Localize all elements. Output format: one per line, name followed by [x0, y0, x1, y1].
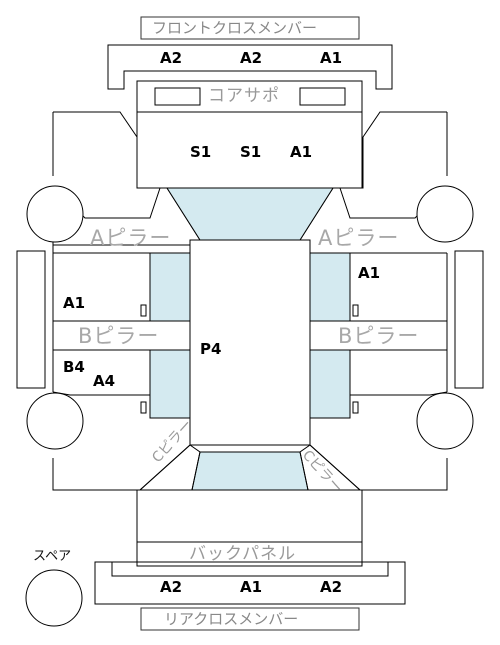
left-rear-grade-1: B4: [63, 358, 85, 376]
door-handle-rf: [352, 304, 359, 317]
core-support-right-box: [299, 87, 346, 106]
front-fender-left: [52, 111, 161, 219]
window-left-front: [149, 252, 191, 322]
rear-cross-member-box: [140, 607, 360, 631]
center-grade-2: S1: [240, 143, 262, 161]
window-right-rear: [309, 349, 351, 419]
rear-grade-2: A1: [240, 578, 263, 596]
wheel-front-left: [26, 185, 84, 243]
door-handle-lf: [140, 304, 147, 317]
left-rear-grade-2: A4: [93, 372, 116, 390]
c-pillar-left: [138, 444, 201, 491]
center-grade-3: A1: [290, 143, 313, 161]
core-support-label: コアサポ: [208, 86, 280, 106]
body-side-right: [310, 252, 448, 491]
rear-bumper-bracket: [94, 561, 406, 605]
a-pillar-left-label: Aピラー: [90, 226, 172, 250]
front-cross-member-label: フロントクロスメンバー: [152, 19, 318, 37]
wheel-rear-left: [26, 392, 84, 450]
b-pillar-left-label: Bピラー: [78, 324, 160, 348]
top-grade-2: A2: [240, 49, 263, 67]
spare-tire: [25, 569, 83, 627]
top-grade-3: A1: [320, 49, 343, 67]
a-pillar-right-label: Aピラー: [318, 226, 400, 250]
left-side-sill: [16, 250, 46, 389]
windshield: [166, 187, 334, 241]
back-panel-label: バックパネル: [189, 544, 297, 564]
top-grade-1: A2: [160, 49, 183, 67]
front-cross-member-box: [140, 16, 360, 40]
core-support-left-box: [154, 87, 201, 106]
right-front-door-grade: A1: [358, 264, 381, 282]
spare-label: スペア: [33, 549, 72, 564]
wheel-front-right: [416, 185, 474, 243]
wheel-rear-right: [416, 392, 474, 450]
rear-grade-1: A2: [160, 578, 183, 596]
front-fender-right: [339, 111, 448, 219]
door-handle-lr: [140, 401, 147, 414]
door-handle-rr: [352, 401, 359, 414]
window-left-rear: [149, 349, 191, 419]
center-grade-1: S1: [190, 143, 212, 161]
roof-grade: P4: [200, 340, 222, 358]
c-pillar-right: [299, 444, 362, 491]
b-pillar-right-label: Bピラー: [338, 324, 420, 348]
rear-cross-member-label: リアクロスメンバー: [164, 610, 299, 628]
rear-grade-3: A2: [320, 578, 343, 596]
left-front-door-grade: A1: [63, 294, 86, 312]
window-right-front: [309, 252, 351, 322]
right-side-sill: [454, 250, 484, 389]
front-bumper-bracket: [107, 44, 393, 90]
back-panel-box: [136, 541, 363, 567]
rear-window: [191, 451, 309, 491]
